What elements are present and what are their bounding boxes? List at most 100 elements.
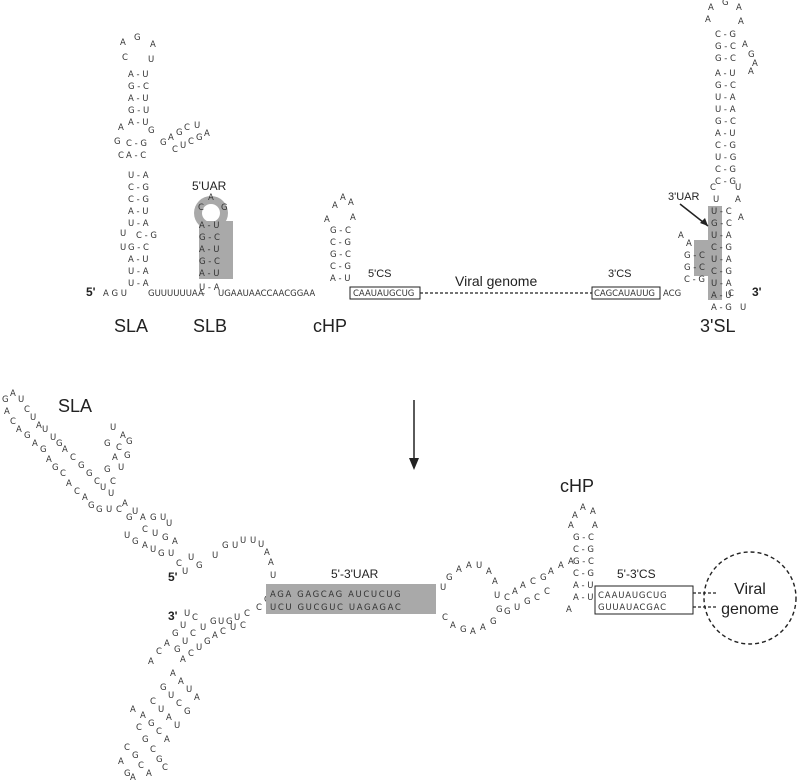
svg-text:A: A (686, 239, 692, 249)
svg-text:G: G (162, 533, 169, 543)
cs3-label: 3'CS (608, 268, 632, 280)
svg-text:A: A (164, 735, 170, 745)
uar53-top-seq: AGA GAGCAG AUCUCUG (270, 590, 402, 600)
linear-top-mid: GUUUUUUAA (148, 289, 204, 299)
svg-text:U - C: U - C (711, 207, 732, 217)
svg-text:U: U (174, 721, 180, 731)
svg-text:C: C (70, 453, 76, 463)
svg-text:G - C: G - C (128, 243, 149, 253)
svg-text:U - G: U - G (715, 153, 736, 163)
svg-text:A: A (548, 567, 554, 577)
svg-text:A: A (164, 639, 170, 649)
svg-text:A - U: A - U (573, 581, 594, 591)
svg-text:U: U (270, 571, 276, 581)
uar5-loop-inner (202, 204, 220, 222)
svg-text:U: U (158, 705, 164, 715)
svg-text:G: G (490, 617, 497, 627)
svg-text:A - U: A - U (199, 221, 220, 231)
svg-text:G: G (132, 537, 139, 547)
svg-text:U - A: U - A (711, 279, 732, 289)
svg-text:U: U (494, 591, 500, 601)
svg-text:A: A (178, 677, 184, 687)
svg-text:A: A (590, 507, 596, 517)
svg-text:C: C (192, 613, 198, 623)
svg-text:A: A (456, 565, 462, 575)
svg-text:G: G (132, 751, 139, 761)
svg-text:G - U: G - U (128, 106, 149, 116)
svg-text:U: U (42, 425, 48, 435)
svg-text:C - G: C - G (126, 139, 147, 149)
svg-text:U: U (200, 623, 206, 633)
svg-text:U: U (132, 507, 138, 517)
viral-bottom-label-2: genome (721, 601, 779, 618)
svg-text:C - G: C - G (330, 262, 351, 272)
viral-bottom-label-1: Viral (734, 581, 766, 598)
svg-text:U: U (258, 540, 264, 550)
svg-text:G - C: G - C (711, 219, 732, 229)
svg-text:G: G (524, 597, 531, 607)
svg-text:A: A (142, 541, 148, 551)
svg-text:U - A: U - A (128, 267, 149, 277)
linear-top-dash: - (202, 289, 205, 299)
svg-text:A - U: A - U (199, 269, 220, 279)
svg-text:U: U (168, 691, 174, 701)
transition-arrow-head (409, 458, 419, 470)
uar53-duplex: 5'-3'UAR AGA GAGCAG AUCUCUG UCU GUCGUC U… (266, 567, 436, 614)
svg-text:G: G (126, 437, 133, 447)
uar5-label: 5'UAR (192, 179, 227, 193)
svg-text:G: G (24, 431, 31, 441)
sla-top-label: SLA (114, 316, 148, 336)
svg-text:C: C (124, 743, 130, 753)
svg-text:C: C (188, 649, 194, 659)
svg-text:C: C (118, 151, 124, 161)
svg-text:A: A (16, 425, 22, 435)
end3-top-label: 3' (752, 285, 762, 299)
svg-text:A: A (752, 59, 758, 69)
svg-text:C: C (442, 613, 448, 623)
svg-text:U: U (180, 621, 186, 631)
svg-text:A: A (738, 213, 744, 223)
svg-text:G: G (86, 469, 93, 479)
svg-text:A: A (512, 587, 518, 597)
svg-text:A: A (742, 40, 748, 50)
svg-text:U: U (152, 529, 158, 539)
svg-text:A - U: A - U (128, 255, 149, 265)
svg-text:C: C (504, 593, 510, 603)
svg-text:A - U: A - U (128, 118, 149, 128)
svg-text:G: G (176, 128, 183, 138)
svg-text:C: C (60, 469, 66, 479)
svg-text:G - C: G - C (128, 82, 149, 92)
svg-text:G - C: G - C (330, 250, 351, 260)
chp-top-label: cHP (313, 316, 347, 336)
svg-text:A: A (150, 40, 156, 50)
svg-text:A: A (4, 407, 10, 417)
svg-text:G: G (150, 513, 157, 523)
svg-text:G: G (496, 605, 503, 615)
svg-text:G: G (104, 465, 111, 475)
svg-text:C - G: C - G (573, 545, 594, 555)
svg-text:U: U (713, 195, 719, 205)
viral-genome-circle: Viral genome (703, 551, 797, 645)
svg-text:A: A (486, 567, 492, 577)
svg-text:G: G (78, 461, 85, 471)
svg-text:A: A (170, 669, 176, 679)
svg-text:C - G: C - G (573, 569, 594, 579)
svg-text:A: A (592, 521, 598, 531)
svg-text:U: U (106, 505, 112, 515)
svg-text:A: A (708, 3, 714, 13)
svg-text:C: C (184, 123, 190, 133)
svg-text:A: A (180, 655, 186, 665)
cs53-label: 5'-3'CS (617, 567, 656, 581)
svg-text:U: U (108, 489, 114, 499)
svg-text:G: G (460, 625, 467, 635)
svg-text:C - G: C - G (128, 183, 149, 193)
cs53-box (594, 585, 694, 615)
svg-text:U - A: U - A (711, 255, 732, 265)
svg-text:C: C (244, 609, 250, 619)
svg-text:U - A: U - A (199, 283, 220, 293)
svg-text:U: U (110, 423, 116, 433)
svg-text:A: A (324, 215, 330, 225)
